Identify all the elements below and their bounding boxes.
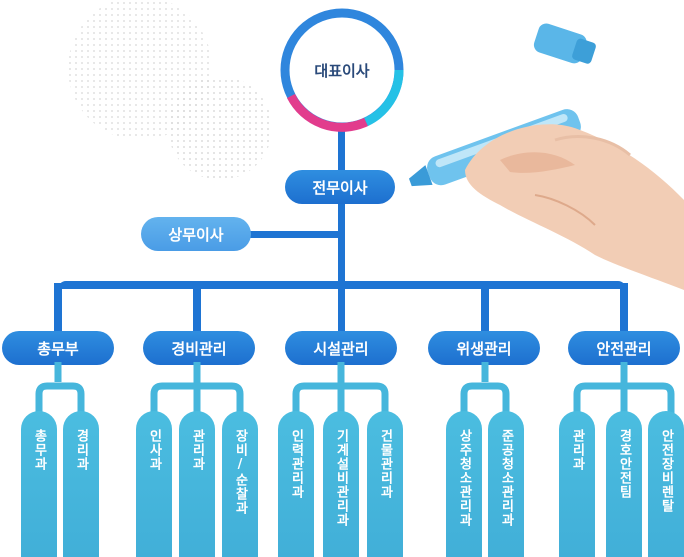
unit-column: 인사과	[136, 411, 172, 557]
trunk-line	[338, 130, 345, 290]
dept-drop-4	[481, 283, 489, 333]
senior-branch-line	[245, 231, 341, 238]
ceo-ring	[280, 8, 404, 132]
unit-connectors	[35, 362, 675, 414]
unit-column: 경리과	[63, 411, 99, 557]
unit-column: 총무과	[21, 411, 57, 557]
unit-column: 관리과	[179, 411, 215, 557]
unit-column: 준공청소관리과	[488, 411, 524, 557]
dept-drop-1	[54, 283, 62, 333]
dept-drop-5	[620, 283, 628, 333]
dept-box-3: 시설관리	[285, 331, 397, 365]
decorative-dots	[68, 0, 272, 180]
unit-column: 경호안전팀	[606, 411, 642, 557]
managing-director-box: 전무이사	[285, 170, 395, 204]
unit-column: 관리과	[559, 411, 595, 557]
unit-column: 안전장비렌탈	[648, 411, 684, 557]
dept-box-2: 경비관리	[143, 331, 255, 365]
unit-column: 장비/순찰과	[222, 411, 258, 557]
dept-box-1: 총무부	[2, 331, 114, 365]
senior-director-box: 상무이사	[141, 217, 251, 251]
unit-column: 건물관리과	[367, 411, 403, 557]
dept-box-4: 위생관리	[428, 331, 540, 365]
dept-box-5: 안전관리	[568, 331, 680, 365]
unit-column: 상주청소관리과	[446, 411, 482, 557]
dept-drop-3	[338, 283, 345, 333]
unit-column: 인력관리과	[278, 411, 314, 557]
ceo-label: 대표이사	[314, 62, 370, 80]
unit-column: 기계설비관리과	[323, 411, 359, 557]
dept-drop-2	[193, 283, 201, 333]
hand-highlighter-illustration	[408, 23, 684, 290]
